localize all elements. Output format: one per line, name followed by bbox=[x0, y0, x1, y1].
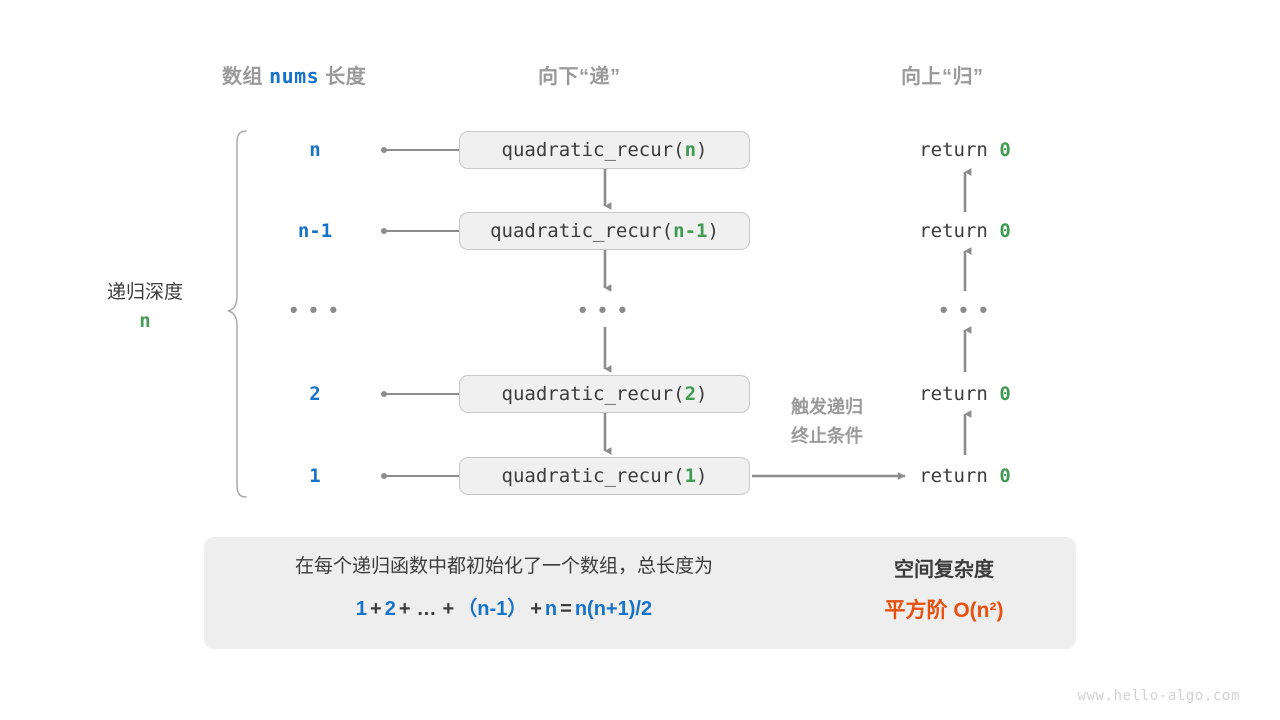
return-value: 0 bbox=[999, 220, 1011, 242]
header-descend: 向下“递” bbox=[538, 66, 621, 88]
watermark: www.hello-algo.com bbox=[1077, 688, 1240, 704]
termination-note-line2: 终止条件 bbox=[791, 426, 863, 447]
call-prefix: quadratic_recur( bbox=[501, 139, 685, 161]
call-suffix: ) bbox=[696, 139, 708, 161]
summary-left: 在每个递归函数中都初始化了一个数组，总长度为 1+2+…+（n-1）+n=n(n… bbox=[224, 553, 784, 621]
function-call-box-row-3[interactable]: quadratic_recur(2) bbox=[459, 375, 750, 413]
recursion-depth-label: 递归深度 n bbox=[70, 278, 220, 337]
header-array-length: 数组 nums 长度 bbox=[222, 60, 366, 89]
length-value-row-3: 2 bbox=[309, 383, 321, 405]
summary-formula: 1+2+…+（n-1）+n=n(n+1)/2 bbox=[224, 592, 784, 621]
return-statement-row-3: return 0 bbox=[855, 383, 1075, 405]
header-array-suffix: 长度 bbox=[325, 66, 367, 88]
call-suffix: ) bbox=[707, 220, 719, 242]
header-array-prefix: 数组 bbox=[222, 66, 263, 88]
return-value: 0 bbox=[999, 139, 1011, 161]
formula-term-2: 2 bbox=[384, 597, 396, 620]
complexity-value: 平方阶 O(n²) bbox=[884, 599, 1004, 622]
termination-note: 触发递归 终止条件 bbox=[752, 393, 902, 451]
length-value-row-1: n-1 bbox=[297, 220, 333, 242]
header-ascend: 向上“归” bbox=[901, 66, 984, 88]
call-prefix: quadratic_recur( bbox=[490, 220, 674, 242]
summary-description: 在每个递归函数中都初始化了一个数组，总长度为 bbox=[294, 556, 713, 577]
summary-panel: 在每个递归函数中都初始化了一个数组，总长度为 1+2+…+（n-1）+n=n(n… bbox=[204, 537, 1076, 649]
formula-result: n(n+1)/2 bbox=[574, 597, 653, 620]
return-keyword: return bbox=[919, 383, 988, 405]
header-array-code: nums bbox=[269, 64, 320, 88]
return-keyword: return bbox=[919, 220, 988, 242]
summary-right: 空间复杂度 平方阶 O(n²) bbox=[826, 553, 1062, 624]
length-connectors bbox=[381, 147, 459, 479]
formula-op-2: + bbox=[398, 597, 411, 620]
call-prefix: quadratic_recur( bbox=[501, 465, 685, 487]
call-argument: n-1 bbox=[673, 220, 708, 242]
call-argument: 1 bbox=[684, 465, 697, 487]
recursion-depth-value: n bbox=[139, 310, 151, 333]
call-prefix: quadratic_recur( bbox=[501, 383, 685, 405]
call-suffix: ) bbox=[696, 465, 708, 487]
depth-brace bbox=[227, 130, 247, 498]
return-statement-row-4: return 0 bbox=[855, 465, 1075, 487]
function-call-box-row-0[interactable]: quadratic_recur(n) bbox=[459, 131, 750, 169]
formula-op-4: + bbox=[530, 597, 542, 620]
return-keyword: return bbox=[919, 139, 988, 161]
call-argument: 2 bbox=[684, 383, 697, 405]
call-suffix: ) bbox=[696, 383, 708, 405]
return-value: 0 bbox=[999, 465, 1011, 487]
recursion-depth-title: 递归深度 bbox=[106, 282, 183, 303]
complexity-title: 空间复杂度 bbox=[894, 559, 994, 581]
function-call-box-row-4[interactable]: quadratic_recur(1) bbox=[459, 457, 750, 495]
formula-term-4: （n-1） bbox=[457, 597, 528, 620]
length-value-ellipsis: • • • bbox=[289, 297, 341, 322]
formula-op-3: + bbox=[442, 597, 455, 620]
function-call-ellipsis: • • • bbox=[578, 297, 630, 322]
return-statement-ellipsis: • • • bbox=[939, 297, 991, 322]
return-keyword: return bbox=[919, 465, 988, 487]
length-value-row-0: n bbox=[309, 139, 321, 161]
return-statement-row-0: return 0 bbox=[855, 139, 1075, 161]
termination-note-line1: 触发递归 bbox=[791, 397, 863, 417]
return-statement-row-1: return 0 bbox=[855, 220, 1075, 242]
formula-term-5: n bbox=[544, 597, 558, 620]
function-call-box-row-1[interactable]: quadratic_recur(n-1) bbox=[459, 212, 750, 250]
formula-term-1: 1 bbox=[355, 597, 368, 620]
length-value-row-4: 1 bbox=[309, 465, 321, 487]
formula-equals: = bbox=[560, 597, 572, 620]
formula-op-1: + bbox=[370, 597, 382, 620]
return-value: 0 bbox=[999, 383, 1011, 405]
formula-term-3: … bbox=[416, 597, 437, 620]
call-argument: n bbox=[684, 139, 697, 161]
